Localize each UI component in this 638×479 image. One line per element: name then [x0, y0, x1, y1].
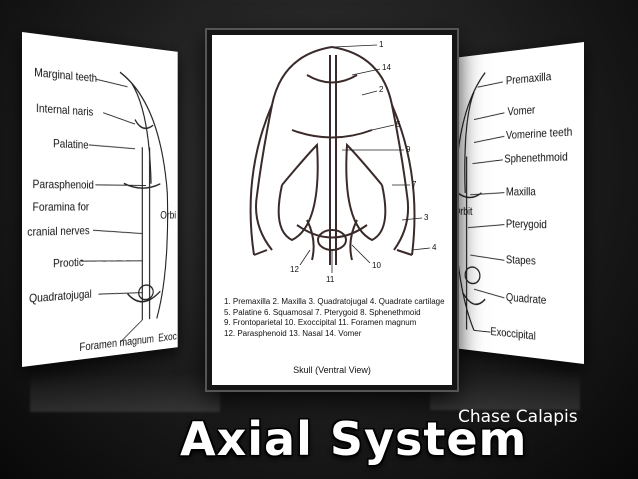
label-prootic: Prootic [53, 255, 84, 270]
center-skull-ventral-view: 1 14 2 5 9 7 3 4 10 12 11 1. Premaxilla … [207, 30, 457, 390]
label-foramina-for: Foramina for [33, 200, 90, 214]
label-pterygoid: Pterygoid [506, 217, 547, 231]
bone-legend: 1. Premaxilla 2. Maxilla 3. Quadratojuga… [224, 297, 445, 339]
diagram-caption: Skull (Ventral View) [212, 365, 452, 375]
callout-7: 7 [412, 180, 416, 189]
callout-4: 4 [432, 243, 436, 252]
legend-line: 1. Premaxilla 2. Maxilla 3. Quadratojuga… [224, 297, 445, 308]
callout-10: 10 [372, 261, 381, 270]
label-parasphenoid: Parasphenoid [33, 177, 94, 191]
legend-line: 5. Palatine 6. Squamosal 7. Pterygoid 8.… [224, 308, 445, 319]
callout-9: 9 [406, 145, 410, 154]
callout-12: 12 [290, 265, 299, 274]
callout-14: 14 [382, 63, 391, 72]
label-cranial-nerves: cranial nerves [27, 224, 89, 239]
callout-1: 1 [379, 40, 383, 49]
legend-line: 9. Frontoparietal 10. Exoccipital 11. Fo… [224, 318, 445, 329]
label-sphenethmoid: Sphenethmoid [504, 150, 567, 166]
callout-5: 5 [396, 120, 400, 129]
callout-11: 11 [326, 275, 334, 284]
right-skull-drawing [452, 42, 584, 364]
label-vomer: Vomer [507, 103, 535, 118]
label-maxilla: Maxilla [506, 185, 536, 199]
label-exoc-cropped: Exoc [158, 330, 177, 345]
label-orbit-cropped: Orbi [160, 209, 176, 222]
left-skull-diagram: Marginal teeth Internal naris Palatine P… [22, 32, 178, 367]
callout-3: 3 [424, 213, 428, 222]
label-palatine: Palatine [53, 137, 89, 152]
slide-title: Axial System [180, 412, 527, 466]
legend-line: 12. Parasphenoid 13. Nasal 14. Vomer [224, 329, 445, 340]
callout-2: 2 [379, 85, 383, 94]
right-skull-diagram: Premaxilla Vomer Vomerine teeth Spheneth… [452, 42, 584, 364]
left-panel-reflection [30, 372, 220, 412]
label-stapes: Stapes [506, 253, 536, 268]
